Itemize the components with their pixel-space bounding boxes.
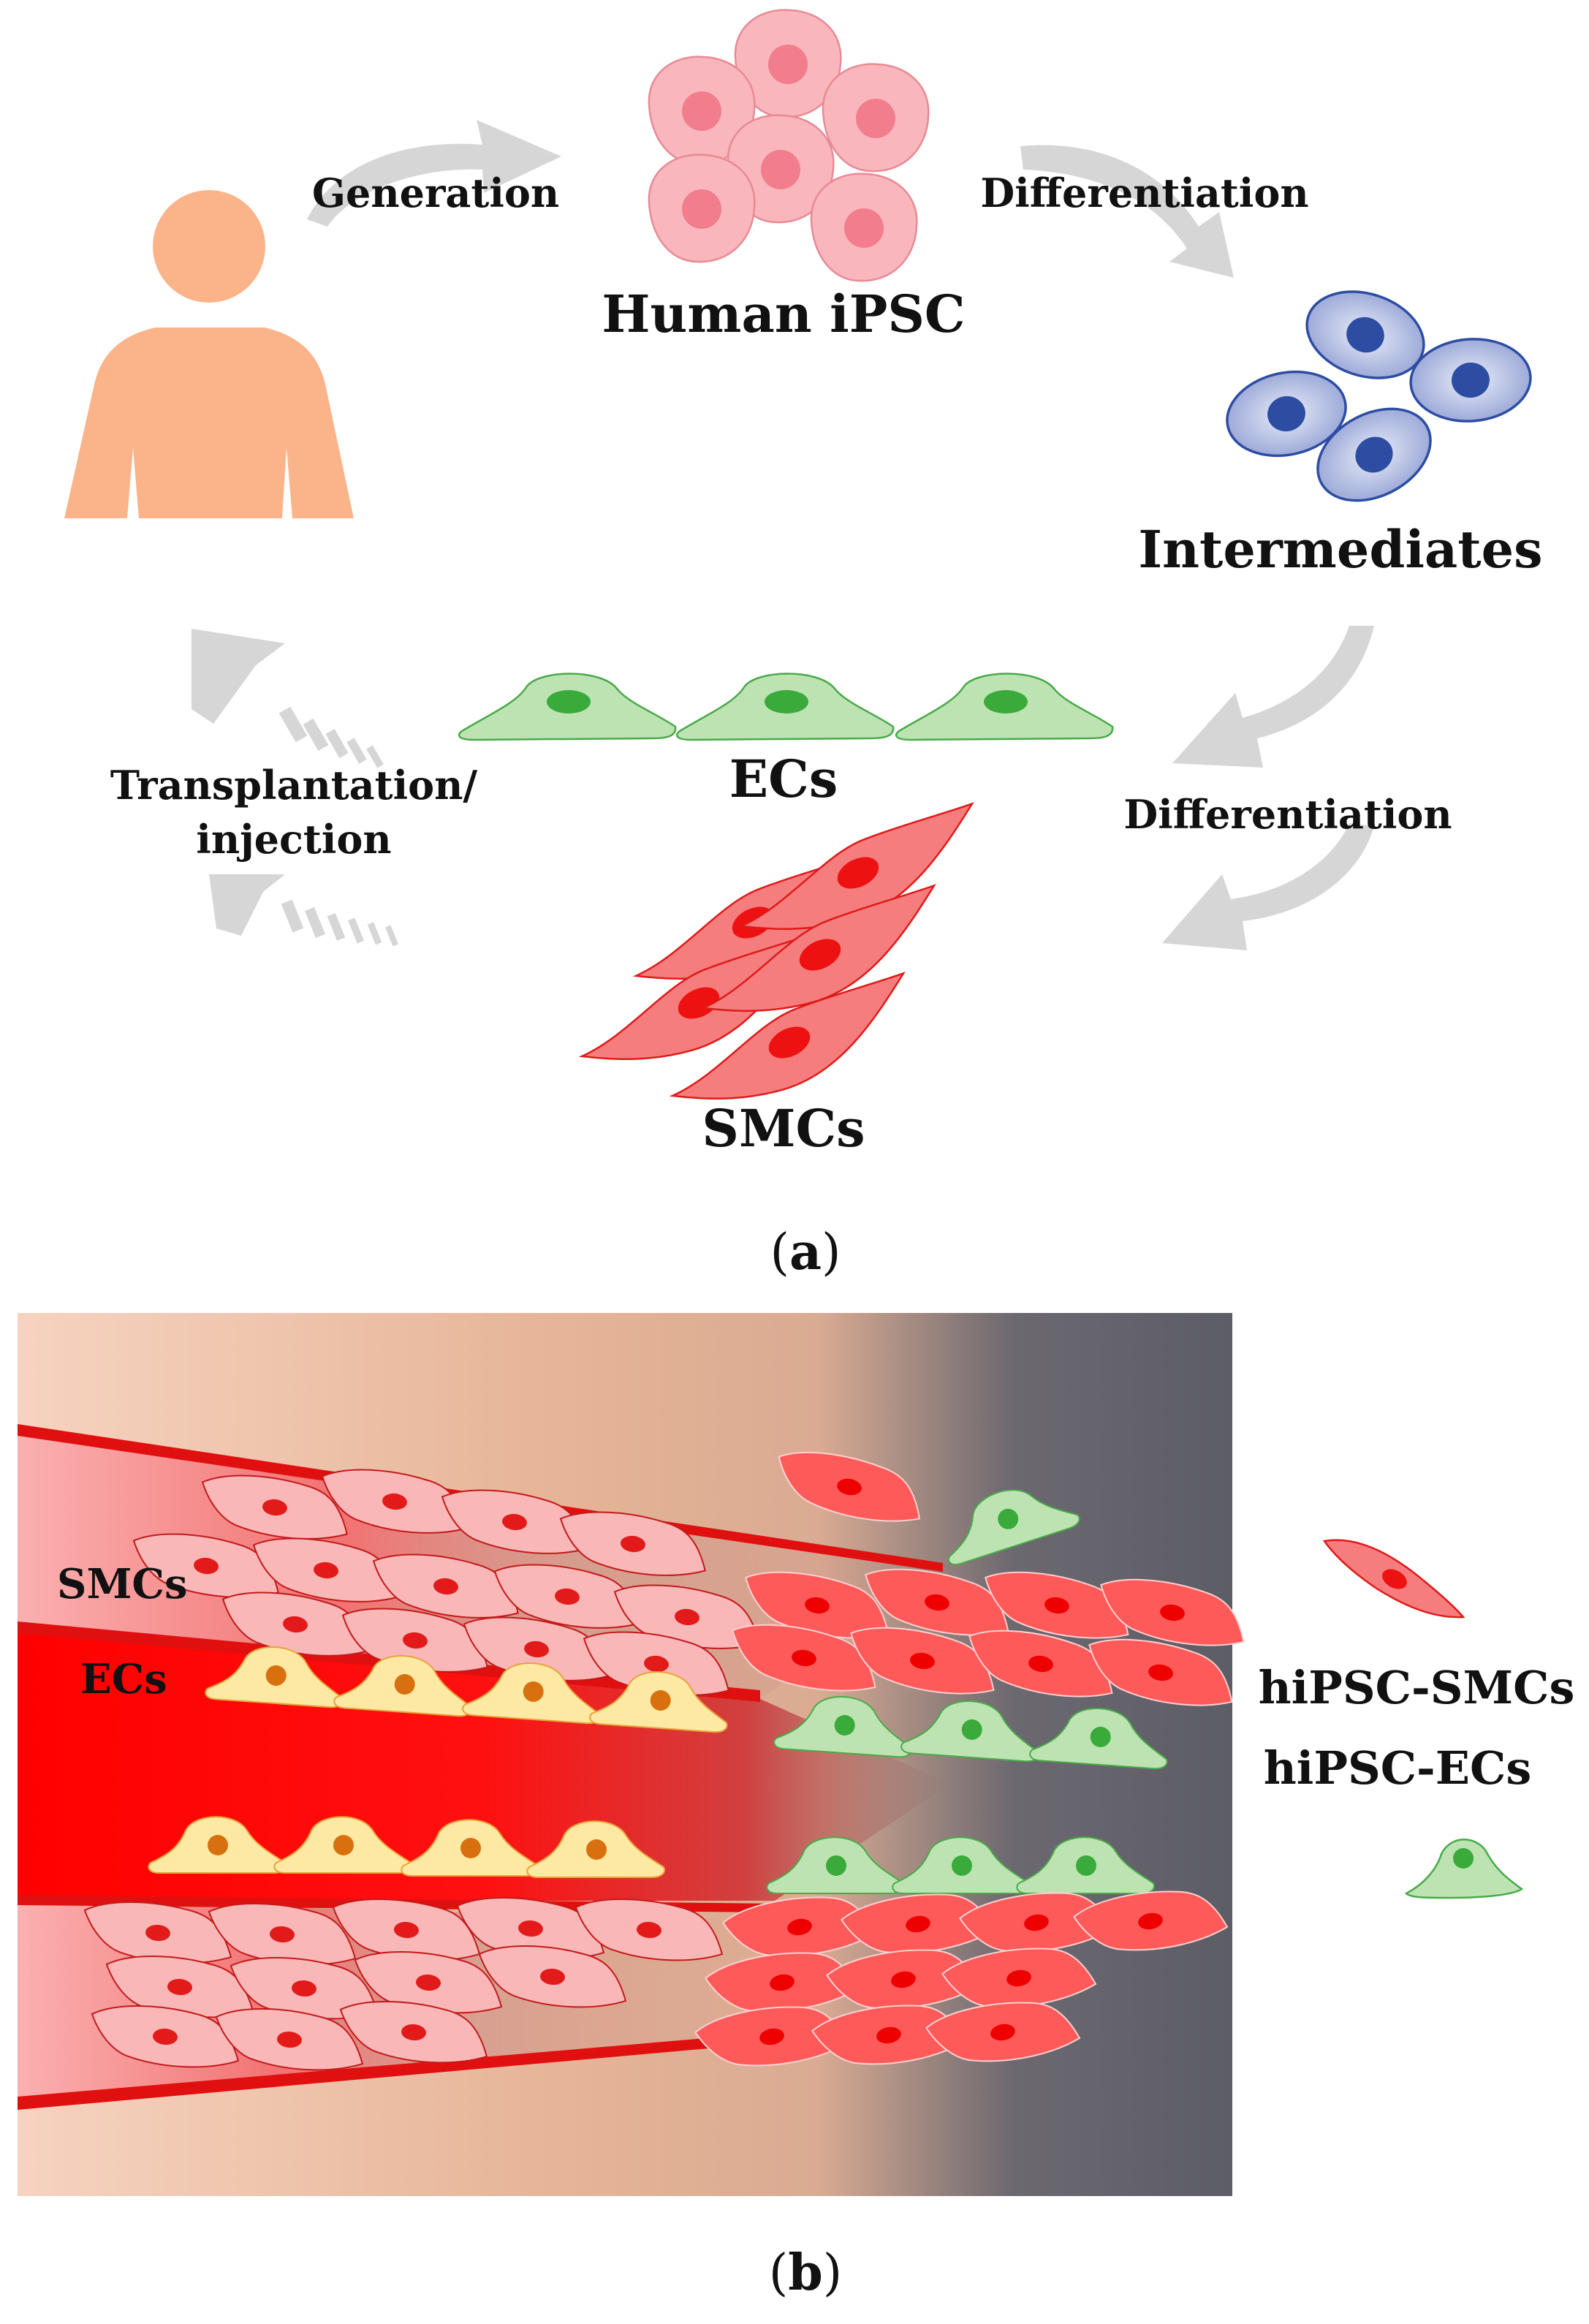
caption-b: (b) — [769, 2244, 843, 2302]
label-differentiation-bottom: Differentiation — [1123, 791, 1452, 838]
label-ecs: ECs — [729, 749, 838, 809]
legend-smc-icon — [1322, 1539, 1465, 1619]
panel-a: Generation Human iPSC Differentiation In… — [64, 9, 1543, 1282]
arrow-transplantation-lower — [209, 874, 398, 947]
arrow-differentiation-top — [1020, 145, 1234, 278]
ec-cells-row-icon — [458, 673, 1114, 741]
panel-b: SMCs ECs hiPSC-SMCs hiPSC-ECs (b) — [18, 1313, 1574, 2302]
ipsc-cluster-icon — [648, 9, 930, 282]
arrow-differentiation-bottom-2 — [1162, 823, 1374, 950]
intermediates-cluster-icon — [1218, 276, 1535, 521]
label-differentiation-top: Differentiation — [980, 170, 1308, 216]
label-b-smcs: SMCs — [57, 1560, 188, 1608]
legend-ec-icon — [1404, 1839, 1524, 1899]
label-intermediates: Intermediates — [1138, 519, 1542, 580]
label-transplantation: Transplantation/ — [110, 762, 478, 809]
legend-ec-label: hiPSC-ECs — [1264, 1741, 1532, 1795]
hipsc-ec-cells-lower — [766, 1836, 1156, 1894]
arrow-transplantation-upper — [191, 629, 384, 768]
label-generation: Generation — [312, 170, 559, 216]
legend: hiPSC-SMCs hiPSC-ECs — [1259, 1539, 1575, 1899]
human-donor-icon — [64, 190, 354, 518]
arrow-generation — [307, 120, 561, 227]
smc-cells-cluster-icon — [566, 803, 990, 1111]
label-human-ipsc: Human iPSC — [602, 284, 965, 344]
legend-smc-label: hiPSC-SMCs — [1259, 1661, 1575, 1714]
label-b-ecs: ECs — [80, 1655, 167, 1703]
label-smcs: SMCs — [702, 1098, 865, 1159]
arrow-differentiation-bottom-1 — [1172, 626, 1374, 768]
caption-a: (a) — [770, 1223, 841, 1282]
label-injection: injection — [196, 816, 391, 863]
